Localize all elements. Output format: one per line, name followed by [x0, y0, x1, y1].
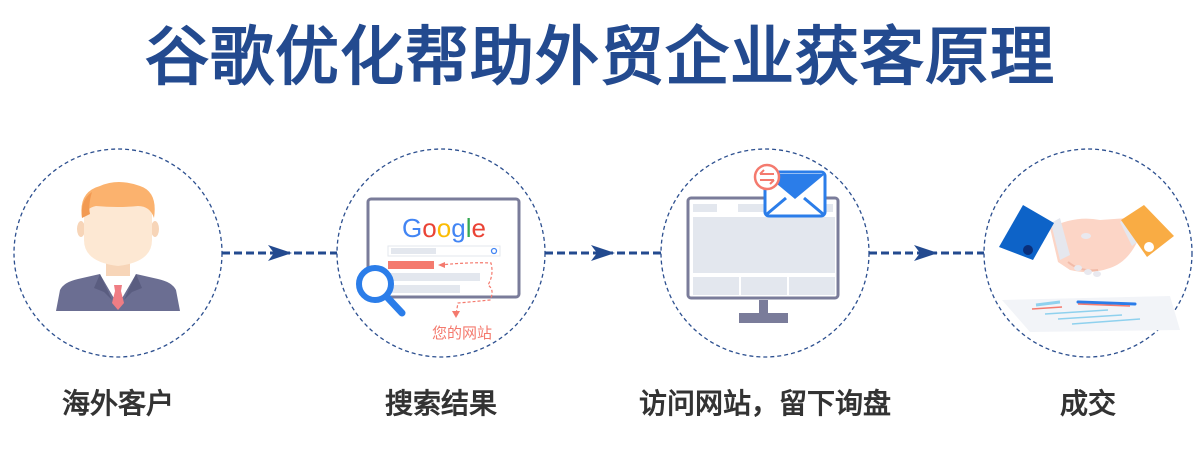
- arrow-connector-1: [222, 245, 337, 261]
- google-search-icon: Google: [356, 197, 521, 318]
- step-circle-4: [983, 148, 1193, 358]
- monitor-email-icon: [686, 163, 840, 323]
- step-label-search-results: 搜索结果: [384, 387, 498, 420]
- step-label-visit-site: 访问网站，留下询盘: [638, 387, 892, 420]
- arrow-connector-3: [869, 245, 984, 261]
- handshake-icon: [999, 205, 1180, 332]
- arrow-connector-2: [545, 245, 661, 261]
- your-website-annotation: 您的网站: [432, 324, 492, 342]
- page-title: 谷歌优化帮助外贸企业获客原理: [145, 21, 1055, 95]
- step-label-overseas-customer: 海外客户: [61, 387, 175, 420]
- businessman-icon: [56, 182, 180, 311]
- step-label-deal: 成交: [1059, 387, 1117, 420]
- google-logo: Google: [402, 213, 486, 243]
